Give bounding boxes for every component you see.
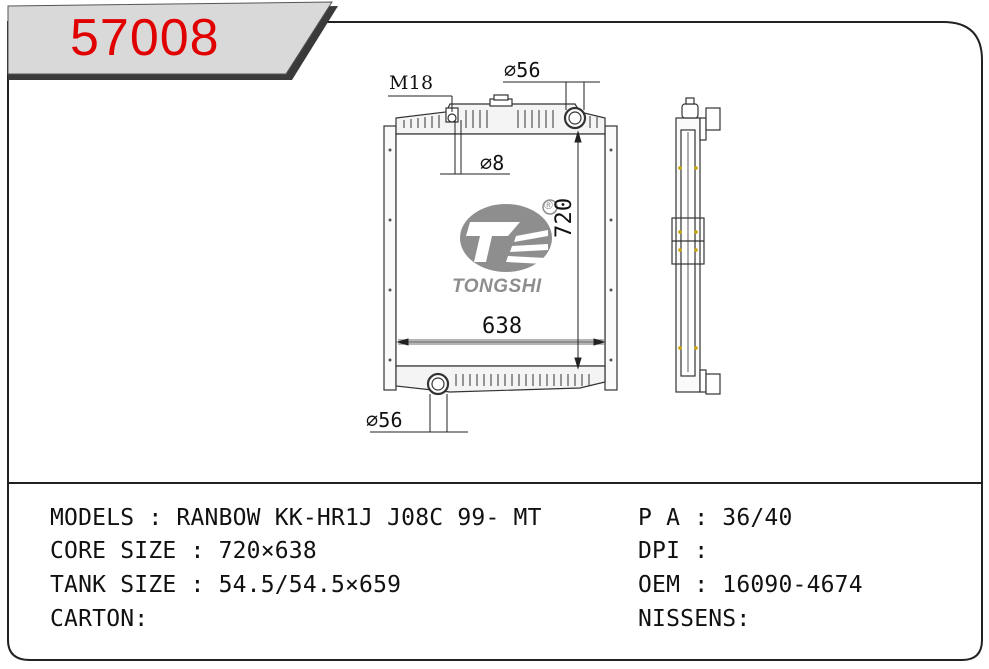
logo-registered-mark: ® (544, 198, 554, 212)
label-inlet-diameter: ⌀56 (504, 58, 541, 82)
spec-oem: OEM : 16090-4674 (638, 572, 863, 598)
spec-nissens: NISSENS: (638, 606, 751, 632)
dimension-lines (370, 81, 606, 433)
spec-tank-size: TANK SIZE : 54.5/54.5×659 (50, 572, 402, 598)
label-height: 720 (552, 197, 577, 238)
logo-brand-text: TONGSHI (452, 276, 542, 297)
outer-frame (7, 21, 983, 661)
spec-dpi: DPI : (638, 538, 709, 564)
part-number: 57008 (70, 9, 220, 67)
spec-carton: CARTON: (50, 606, 149, 632)
title-tab (7, 1, 333, 75)
tongshi-logo (460, 199, 558, 272)
label-outlet-diameter: ⌀56 (366, 408, 403, 432)
top-tank-ribs (403, 110, 598, 128)
bottom-tank-ribs (455, 374, 590, 386)
label-width: 638 (482, 314, 523, 339)
spec-models: MODELS : RANBOW KK-HR1J J08C 99- MT (50, 505, 542, 531)
label-m18: M18 (389, 72, 434, 94)
spec-pa: P A : 36/40 (638, 505, 793, 531)
spec-core-size: CORE SIZE : 720×638 (50, 538, 317, 564)
side-view-dots (678, 166, 698, 350)
side-plate-dots (388, 148, 613, 362)
label-hole-diameter: ⌀8 (480, 151, 505, 175)
